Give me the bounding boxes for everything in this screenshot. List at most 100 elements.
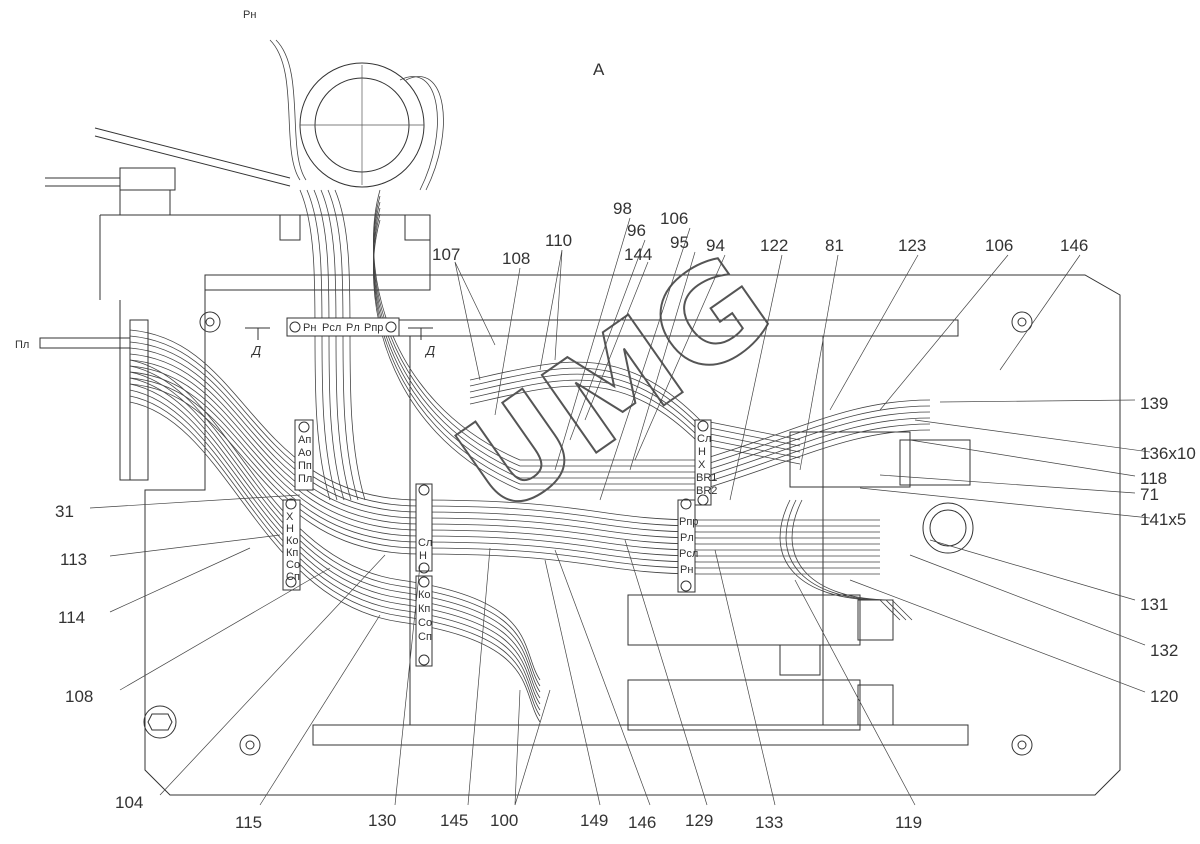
hose-line [373, 189, 931, 461]
hose-line [269, 39, 301, 181]
hose-line [399, 76, 438, 191]
hose-line [129, 401, 541, 723]
left-fittings [39, 127, 291, 481]
callout: 141x5 [1140, 510, 1186, 529]
callout: 146 [1060, 236, 1088, 255]
left-port-mark: Пл [15, 339, 29, 351]
callout: 81 [825, 236, 844, 255]
callout: 104 [115, 793, 143, 812]
callout: 144 [624, 245, 652, 264]
cylinder [627, 679, 861, 731]
cylinder-head [857, 684, 894, 726]
bracket-right: Сл Н Х BR1 BR2 Рпр Рл Рсл Рн [677, 419, 717, 593]
callouts-left: 31 113 114 108 [55, 502, 93, 706]
cylinder [627, 594, 861, 646]
hose-bundles [129, 39, 931, 723]
bracket-label: Н [698, 446, 706, 458]
hose-line [469, 379, 801, 459]
section-mark: Д [250, 343, 261, 358]
hose-line [129, 365, 541, 687]
callout: 132 [1150, 641, 1178, 660]
callout: 123 [898, 236, 926, 255]
callout: 136x10 [1140, 444, 1196, 463]
callout: 113 [60, 550, 87, 569]
callouts-top: 107 108 110 98 96 144 106 95 94 122 81 1… [432, 199, 1088, 268]
bracket-label: Сп [418, 631, 432, 643]
section-mark: Д [424, 343, 435, 358]
bracket-label: Пп [298, 460, 312, 472]
bracket-label: Сл [697, 433, 711, 445]
bracket-label: Ко [286, 535, 299, 547]
valve-plate [899, 439, 971, 486]
hose-line [373, 195, 931, 467]
view-title: А [593, 60, 605, 79]
bracket-label: Х [286, 511, 294, 523]
valve-block [789, 431, 911, 488]
callout: 107 [432, 245, 460, 264]
hose-line [129, 377, 541, 699]
bracket-label: Ко [418, 589, 431, 601]
bracket-label: Рл [680, 532, 694, 544]
bracket-label: Ап [298, 434, 311, 446]
hose-line [469, 367, 801, 447]
bracket-label: Рсл [322, 322, 341, 334]
bracket-label: Х [698, 459, 706, 471]
callout: 100 [490, 811, 518, 830]
callout: 98 [613, 199, 632, 218]
leader-lines [89, 217, 1151, 806]
top-port-mark: Рн [243, 9, 256, 21]
hose-line [779, 499, 901, 621]
hose-line [129, 395, 541, 717]
bracket-label: Кп [286, 547, 298, 559]
distributor [779, 644, 821, 676]
callouts-bottom: 104 115 130 145 100 149 146 129 133 119 [115, 793, 922, 832]
hose-line [129, 353, 880, 545]
callout: 120 [1150, 687, 1178, 706]
hose-line [373, 219, 931, 491]
upper-mount [119, 189, 171, 216]
hose-line [129, 383, 541, 705]
hose-line [129, 341, 880, 533]
rail-bottom [312, 724, 969, 746]
callout: 96 [627, 221, 646, 240]
swivel-ring [299, 62, 425, 188]
bracket-label: BR1 [696, 472, 717, 484]
hose-line [791, 499, 913, 621]
bracket-label: Н [286, 523, 294, 535]
bracket-label: Пл [298, 473, 312, 485]
hose-line [373, 207, 931, 479]
bracket-middle: Сл Н Ко Кп Со Сп [415, 483, 433, 667]
callout: 118 [1140, 469, 1167, 488]
bracket-label: Рн [303, 322, 316, 334]
callout: 145 [440, 811, 468, 830]
hose-line [469, 361, 801, 441]
callout: 108 [502, 249, 530, 268]
base-plate [144, 274, 1121, 796]
callout: 139 [1140, 394, 1168, 413]
bracket-label: Н [419, 550, 427, 562]
callout: 130 [368, 811, 396, 830]
callout: 106 [985, 236, 1013, 255]
callouts-right: 139 136x10 118 71 141x5 131 132 120 [1140, 394, 1196, 706]
bracket-left-upper: Ап Ао Пп Пл [294, 419, 314, 491]
callout: 106 [660, 209, 688, 228]
hose-line [129, 371, 880, 563]
bracket-label: BR2 [696, 485, 717, 497]
bracket-label: Со [286, 559, 300, 571]
hose-line [373, 201, 931, 473]
callout: 146 [628, 813, 656, 832]
upper-block [99, 214, 431, 481]
bracket-label: Со [418, 617, 432, 629]
hose-line [129, 389, 541, 711]
hose-line [469, 385, 801, 465]
callout: 108 [65, 687, 93, 706]
bracket-label: Рпр [364, 322, 383, 334]
hose-line [129, 377, 880, 569]
bracket-left-lower: Х Н Ко Кп Со Сп [282, 498, 301, 591]
bracket-top: Рн Рсл Рл Рпр [286, 317, 400, 337]
hose-line [129, 371, 541, 693]
hose-line [129, 335, 880, 527]
hose-line [129, 347, 880, 539]
